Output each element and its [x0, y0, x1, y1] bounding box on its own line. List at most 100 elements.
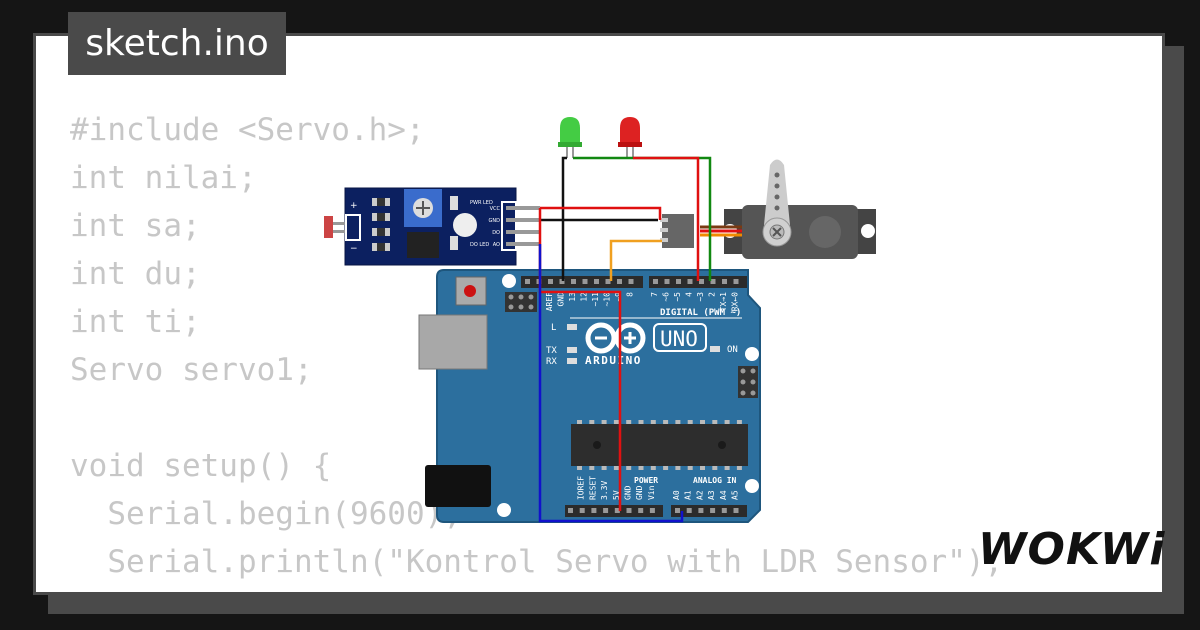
ldr-pin[interactable] [506, 230, 540, 234]
power-pin-label: RESET [588, 476, 597, 500]
icsp-header-2 [738, 366, 758, 398]
header-pin[interactable] [686, 508, 692, 513]
led-l [567, 324, 577, 330]
servo-motor[interactable] [660, 159, 876, 260]
digital-pin-label: 12 [580, 292, 589, 302]
power-pin-label: 5V [612, 490, 621, 500]
arduino-logo-icon [585, 322, 646, 354]
digital-pin-label: ~10 [603, 292, 612, 307]
header-pin[interactable] [664, 279, 670, 284]
header-pin[interactable] [617, 279, 622, 284]
digital-pin-label: TX→1 [719, 292, 728, 311]
header-pin[interactable] [525, 279, 530, 284]
on-label: ON [727, 345, 738, 355]
wires [538, 156, 712, 523]
led-rx-label: RX [546, 357, 557, 367]
digital-pin-label: ~6 [662, 292, 671, 302]
code-line: Servo servo1; [70, 352, 313, 388]
header-pin[interactable] [571, 279, 576, 284]
ldr-pin[interactable] [506, 242, 540, 246]
header-pin[interactable] [710, 279, 716, 284]
header-pin[interactable] [591, 508, 597, 513]
mount-hole [497, 503, 511, 517]
ldr-pin-label: DO [492, 230, 500, 236]
reset-button-cap[interactable] [464, 285, 476, 297]
header-pin[interactable] [733, 279, 739, 284]
digital-pin-label: 4 [685, 292, 694, 297]
code-line: int nilai; [70, 160, 257, 196]
comparator-chip [407, 232, 439, 258]
code-line: Serial.begin(9600); [70, 496, 462, 532]
header-pin[interactable] [605, 279, 611, 284]
analog-pin-label: A1 [684, 490, 693, 500]
header-pin[interactable] [548, 279, 553, 284]
power-label: POWER [634, 476, 658, 485]
module-led [453, 213, 477, 237]
header-pin[interactable] [653, 279, 658, 284]
analog-label: ANALOG IN [693, 476, 737, 485]
pwr-led-label: PWR LED [470, 200, 493, 206]
header-pin[interactable] [721, 508, 727, 513]
digital-pin-label: ~3 [696, 292, 705, 302]
red-led[interactable] [618, 117, 642, 158]
code-line: #include <Servo.h>; [70, 112, 425, 148]
microcontroller-chip [571, 420, 748, 470]
led-l-label: L [551, 323, 556, 333]
digital-pin-label: ~9 [614, 292, 623, 302]
analog-pin-label: A0 [672, 490, 681, 500]
header-pin[interactable] [698, 508, 704, 513]
ldr-minus-label: − [350, 244, 358, 254]
header-pin[interactable] [603, 508, 609, 513]
uno-model-label: UNO [660, 327, 698, 351]
digital-pin-label: 8 [626, 292, 635, 297]
header-pin[interactable] [676, 279, 681, 284]
header-pin[interactable] [626, 508, 632, 513]
header-pin[interactable] [614, 508, 620, 513]
analog-pin-label: A3 [707, 490, 716, 500]
ldr-pin-label: VCC [490, 206, 501, 212]
header-pin[interactable] [733, 508, 739, 513]
digital-pin-label: AREF [545, 292, 554, 311]
power-pin-label: GND [635, 485, 644, 500]
icsp-header [505, 292, 537, 312]
header-pin[interactable] [582, 279, 588, 284]
ldr-pin-label: GND [489, 218, 501, 224]
analog-pin-label: A4 [719, 490, 728, 500]
header-pin[interactable] [628, 279, 634, 284]
usb-port [418, 314, 488, 370]
header-pin[interactable] [638, 508, 644, 513]
header-pin[interactable] [687, 279, 693, 284]
led-on [710, 346, 720, 352]
mount-hole [745, 479, 759, 493]
file-tab[interactable]: sketch.ino [68, 12, 286, 75]
code-preview: #include <Servo.h>; int nilai; int sa; int … [70, 106, 1003, 592]
digital-pin-label: GND [557, 292, 566, 307]
power-jack [425, 465, 491, 507]
header-pin[interactable] [579, 508, 585, 513]
ldr-pin[interactable] [506, 218, 540, 222]
power-pin-label: GND [624, 485, 633, 500]
header-pin[interactable] [699, 279, 704, 284]
digital-pin-label: RX←0 [731, 292, 740, 311]
header-pin[interactable] [710, 508, 716, 513]
analog-pin-label: A5 [731, 490, 740, 500]
header-pin[interactable] [594, 279, 599, 284]
digital-pin-label: 2 [708, 292, 717, 297]
header-pin[interactable] [675, 508, 680, 513]
resistors [372, 198, 390, 251]
header-pin[interactable] [559, 279, 565, 284]
led-tx [567, 347, 577, 353]
green-led[interactable] [558, 117, 582, 158]
header-pin[interactable] [568, 508, 573, 513]
header-pin[interactable] [649, 508, 655, 513]
mount-hole [502, 274, 516, 288]
wokwi-logo: WOKWi [978, 524, 1166, 575]
code-line: void setup() { [70, 448, 332, 484]
code-line: int sa; [70, 208, 201, 244]
ldr-pin[interactable] [506, 206, 540, 210]
code-line: int du; [70, 256, 201, 292]
power-pin-label: Vin [647, 485, 656, 500]
header-pin[interactable] [722, 279, 727, 284]
